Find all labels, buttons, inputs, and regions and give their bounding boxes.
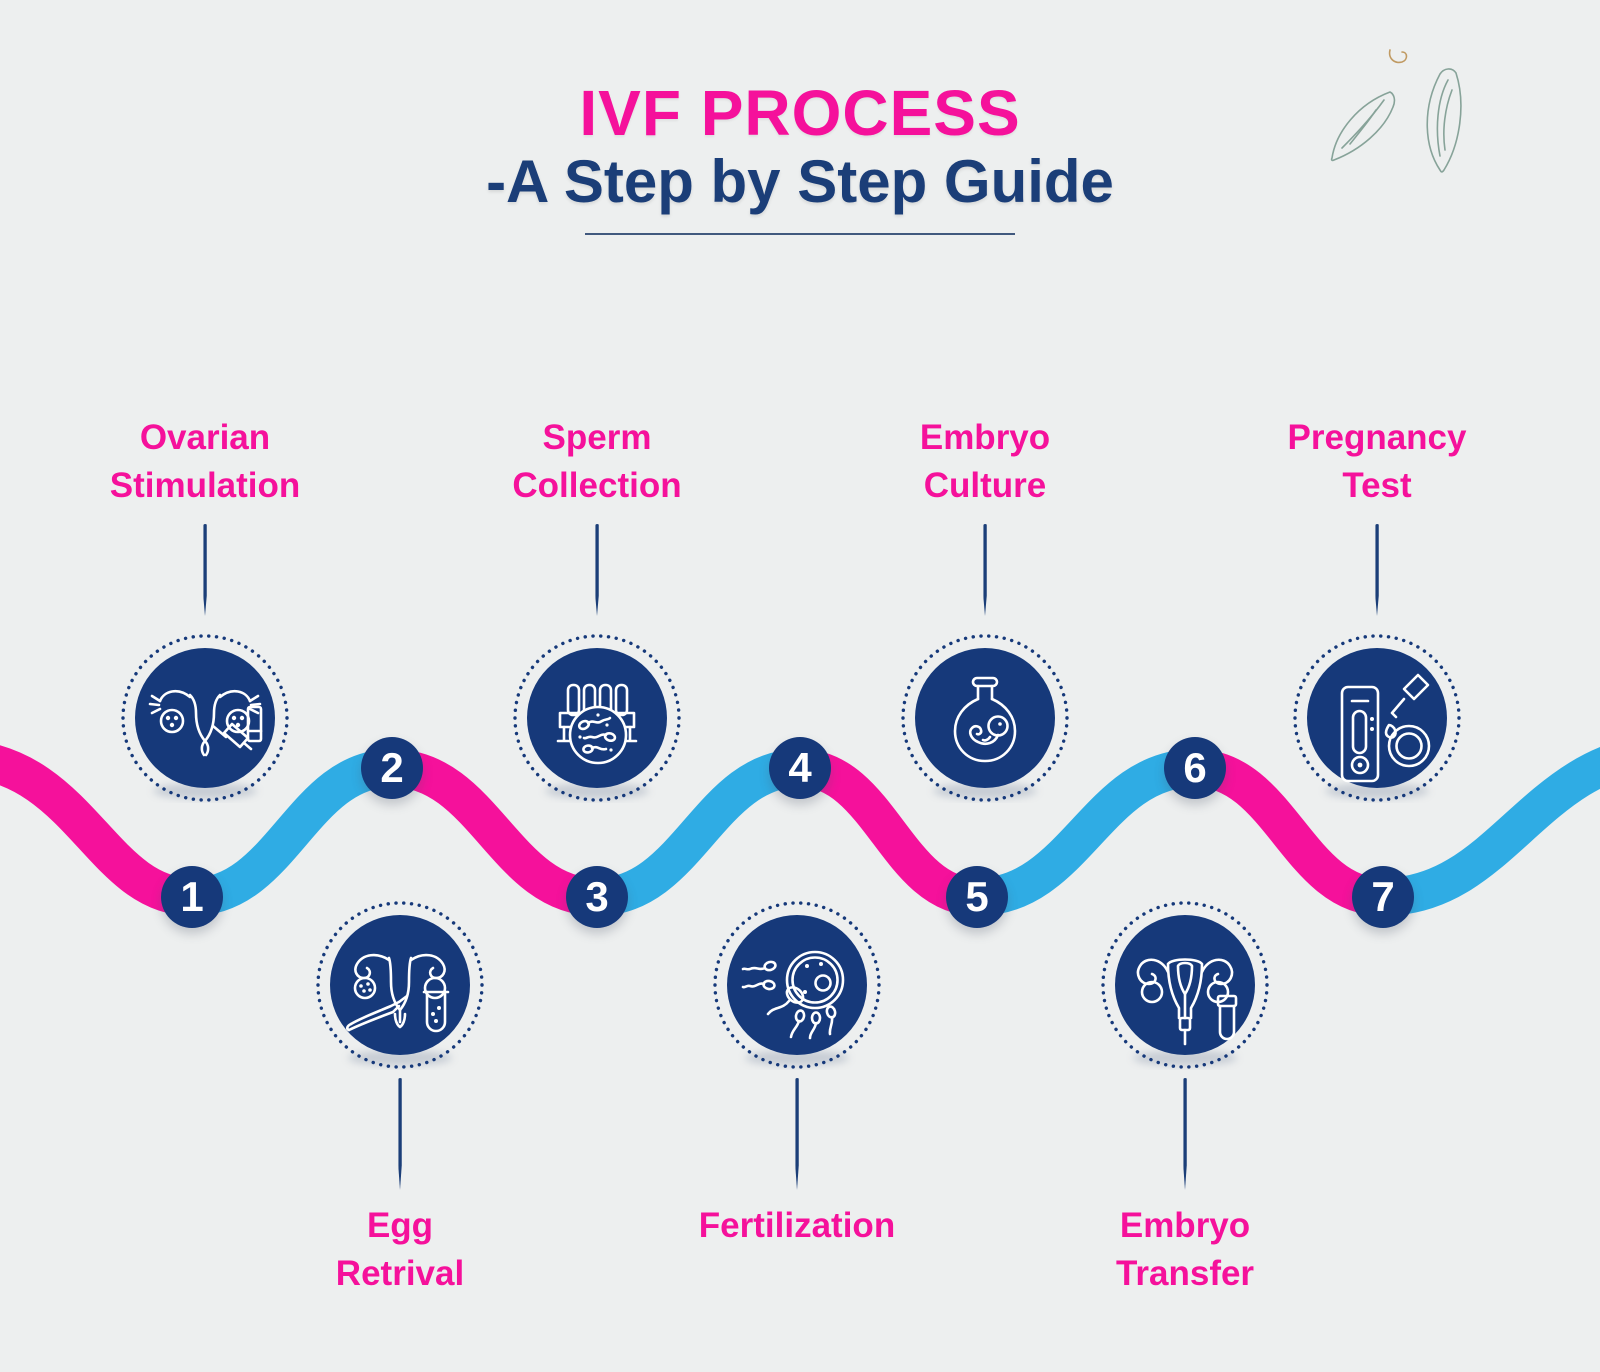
step-label: Embryo Transfer	[1115, 1206, 1255, 1293]
step-label: Pregnancy Test	[1287, 418, 1467, 505]
header: IVF PROCESS -A Step by Step Guide	[0, 78, 1600, 216]
step-number-4: 4	[769, 737, 831, 799]
step-number-text: 3	[585, 873, 609, 920]
connector-line	[1183, 1078, 1187, 1190]
step-number-text: 4	[788, 744, 812, 791]
connector-line	[595, 524, 599, 616]
page-subtitle: -A Step by Step Guide	[486, 148, 1114, 215]
step-label: Egg Retrival	[335, 1206, 465, 1293]
fertilization-icon	[712, 900, 882, 1070]
leaves-icon	[1318, 30, 1498, 200]
connector-line	[983, 524, 987, 616]
title-underline	[585, 233, 1015, 235]
pregnancy-test-icon	[1292, 633, 1462, 803]
sperm-collection-icon	[512, 633, 682, 803]
step-number-2: 2	[361, 737, 423, 799]
connector-line	[1375, 524, 1379, 616]
egg-retrieval-icon	[315, 900, 485, 1070]
step-number-text: 2	[380, 744, 404, 791]
step-number-5: 5	[946, 866, 1008, 928]
connector-line	[203, 524, 207, 616]
ovarian-stimulation-icon	[120, 633, 290, 803]
step-label: Fertilization	[698, 1206, 896, 1245]
step-number-text: 5	[965, 873, 989, 920]
page-title: IVF PROCESS	[579, 77, 1021, 149]
step-number-1: 1	[161, 866, 223, 928]
step-number-7: 7	[1352, 866, 1414, 928]
step-number-text: 1	[180, 873, 204, 920]
step-number-6: 6	[1164, 737, 1226, 799]
embryo-transfer-icon	[1100, 900, 1270, 1070]
connector-line	[398, 1078, 402, 1190]
step-number-text: 6	[1183, 744, 1207, 791]
step-label: Embryo Culture	[919, 418, 1051, 505]
step-number-3: 3	[566, 866, 628, 928]
step-number-text: 7	[1371, 873, 1395, 920]
embryo-culture-icon	[900, 633, 1070, 803]
step-label: Ovarian Stimulation	[109, 418, 301, 505]
connector-line	[795, 1078, 799, 1190]
step-label: Sperm Collection	[512, 418, 682, 505]
